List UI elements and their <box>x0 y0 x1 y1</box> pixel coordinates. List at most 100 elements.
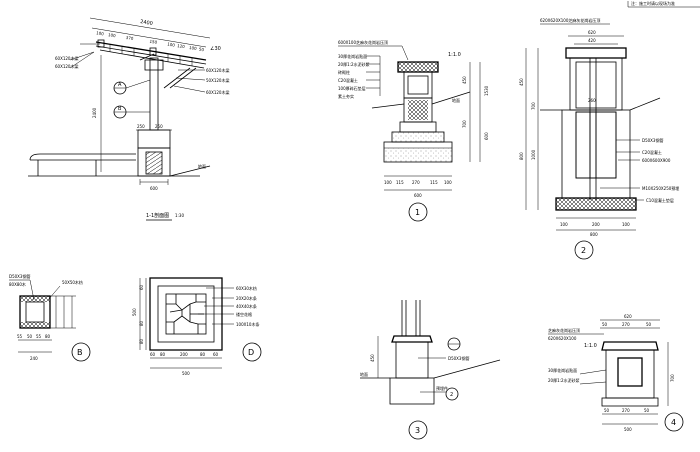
footing-hatch <box>145 151 163 175</box>
detail-2-bubble <box>574 240 594 260</box>
detail-2-dims-left: 450 700 800 1000 <box>519 78 536 160</box>
dim: 600 <box>484 132 489 140</box>
detail-2-top-label: 620X620X100芝麻灰花岗岩压顶 <box>540 17 600 23</box>
subdim: 100 <box>189 45 198 51</box>
note: 600X600X900 <box>642 158 671 163</box>
detail-1-angle: 1:1.0 <box>448 52 461 58</box>
dim: 700 <box>531 102 536 110</box>
dim: 50 <box>27 334 33 339</box>
dim: 80 <box>160 352 166 357</box>
detail-2-mid-dim: 260 <box>588 98 596 103</box>
callout-right-3: 60X120木梁 <box>206 89 229 95</box>
lattice <box>166 294 206 334</box>
dim: 80 <box>45 334 51 339</box>
detail-1-bubble-label: 1 <box>415 208 420 217</box>
note: 60X30木枋 <box>236 285 257 291</box>
detail-d-bubble <box>242 342 262 362</box>
subdim: 100 <box>108 32 117 38</box>
detail-4: 620 50 270 50 芝麻灰花岗岩压顶 620X620X100 1:1.0… <box>548 314 684 432</box>
dim: 80 <box>139 338 144 344</box>
detail-b-bubble-label: B <box>77 348 83 357</box>
detail-1-bubble <box>408 202 428 222</box>
dim: 800 <box>519 152 524 160</box>
section-grade: 地面 <box>198 163 206 169</box>
note: 20X20木条 <box>236 295 257 301</box>
detail-b-bubble <box>71 342 91 362</box>
dim: 620 <box>588 30 596 35</box>
detail-b-label-2: 80X80木 <box>9 281 26 287</box>
dim: 450 <box>462 76 467 84</box>
section-scale: 1:30 <box>175 213 184 218</box>
dim: 100 <box>384 180 392 185</box>
bubble-b: B <box>113 105 127 119</box>
dim: 1530 <box>484 85 489 96</box>
dim: 50 <box>602 322 608 327</box>
detail-d-bubble-label: D <box>248 348 254 357</box>
dim: 60 <box>150 352 156 357</box>
detail-2-notes: D50X3钢管 C20混凝土 600X600X900 M10X250X250预埋… <box>600 137 679 203</box>
subdim: 370 <box>125 35 134 41</box>
dim: 100 <box>622 222 630 227</box>
section-top-subdims: 100 100 370 150 100 120 100 50 <box>96 30 205 52</box>
dim: 60 <box>213 352 219 357</box>
detail-2: 620X620X100芝麻灰花岗岩压顶 620 420 260 450 700 <box>519 17 679 260</box>
slope-mark: ∠30 <box>210 46 221 52</box>
note: 砖砌柱 <box>338 69 350 75</box>
callout-right-2: 50X120木梁 <box>206 77 229 83</box>
detail-4-sub-label: 620X620X100 <box>548 336 577 341</box>
detail-1-dims-bottom: 100 115 270 115 100 600 <box>384 180 452 198</box>
detail-1-top-label: 600X100芝麻灰花岗岩压顶 <box>338 39 388 45</box>
detail-b: D50X3钢管 80X80木 50X50木枋 55 50 55 80 240 B <box>9 273 91 362</box>
detail-4-angle: 1:1.0 <box>584 343 597 349</box>
detail-4-bubble-label: 4 <box>671 418 676 427</box>
dim: 700 <box>462 120 467 128</box>
detail-3-small-bubble <box>445 387 459 401</box>
dim: 115 <box>396 180 404 185</box>
subdim: 100 <box>96 30 105 36</box>
note: M10X250X250预埋 <box>642 185 679 191</box>
subdim: 50 <box>199 46 205 52</box>
subdim: 100 <box>167 41 176 47</box>
dim: 50 <box>604 408 610 413</box>
dim: 100 <box>444 180 452 185</box>
section-title: 1-1剖面图 <box>146 212 169 219</box>
subdim: 150 <box>149 39 158 45</box>
dim: 270 <box>412 180 420 185</box>
dim: 50 <box>644 408 650 413</box>
detail-b-label-right: 50X50木枋 <box>62 279 83 285</box>
dim: 80 <box>139 320 144 326</box>
base-dim: 250 <box>137 124 145 129</box>
detail-3-bubble <box>408 420 428 440</box>
detail-d-dims-bottom: 60 80 200 80 60 500 <box>150 352 219 376</box>
dim: 1000 <box>531 149 536 160</box>
detail-3-grade: 地面 <box>360 371 368 377</box>
purlins <box>109 44 193 66</box>
dim: 200 <box>592 222 600 227</box>
dim: 60 <box>139 284 144 290</box>
detail-4-top-label: 芝麻灰花岗岩压顶 <box>548 327 580 333</box>
callout-left-2: 60X120木梁 <box>55 63 78 69</box>
dim-total: 500 <box>182 371 190 376</box>
detail-4-right-dim: 700 <box>670 374 675 382</box>
note: 素土夯实 <box>338 93 354 99</box>
dim: 420 <box>588 38 596 43</box>
detail-3-small-bubble-label: 2 <box>450 392 453 398</box>
dim: 115 <box>430 180 438 185</box>
detail-3-note: D50X3钢管 <box>448 355 469 361</box>
bubble-b-label: B <box>118 106 122 112</box>
dim: 50 <box>646 322 652 327</box>
note: C20混凝土 <box>642 149 662 155</box>
detail-1-dims-right: 450 1530 700 600 <box>462 76 489 140</box>
detail-2-bubble-label: 2 <box>581 246 586 255</box>
subdim: 120 <box>177 43 186 49</box>
note: 镂空花格 <box>236 311 252 317</box>
corner-note: 注：施工时请以现场为准 <box>627 0 700 8</box>
note: 100X10木条 <box>236 321 259 327</box>
detail-4-bubble <box>664 412 684 432</box>
dim: 55 <box>36 334 42 339</box>
dim-total: 600 <box>414 193 422 198</box>
dim-total: 800 <box>590 232 598 237</box>
detail-3-dim: 450 <box>370 354 375 362</box>
note: D50X3钢管 <box>642 137 663 143</box>
